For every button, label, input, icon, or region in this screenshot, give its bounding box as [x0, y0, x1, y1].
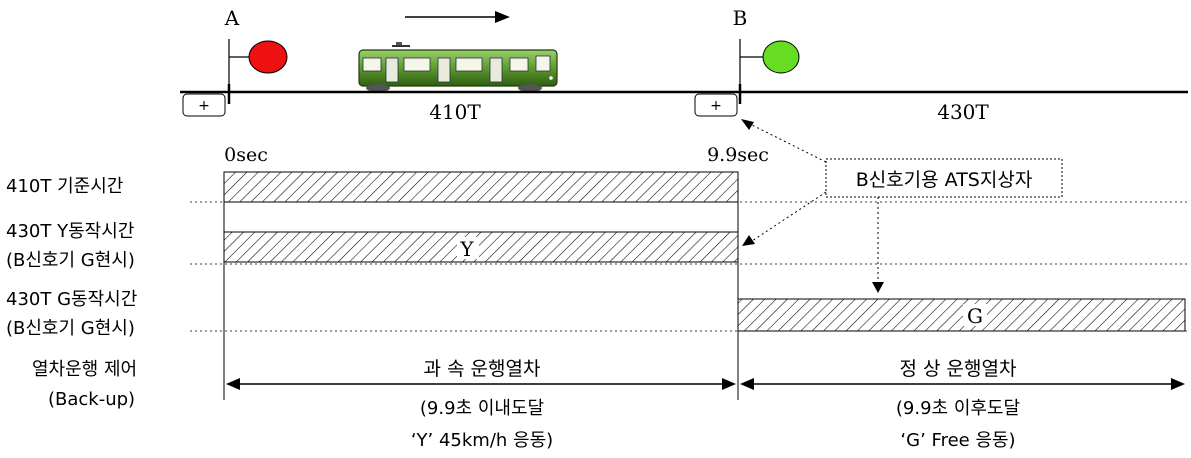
callout-arrowhead-3 [872, 282, 884, 293]
signal-a [228, 39, 288, 92]
plus-symbol: + [710, 98, 722, 114]
callout-arrowhead-2 [742, 235, 755, 246]
time-end-label: 9.9sec [707, 144, 769, 166]
signal-a-lamp [248, 40, 288, 74]
bar-430t-y-operation [223, 231, 739, 263]
ats-callout: B신호기용 ATS지상자 [825, 158, 1063, 198]
signal-b-label: B [733, 6, 748, 30]
callout-arrows [749, 123, 879, 285]
row-label-430t-g-1: 430T G동작시간 [6, 289, 137, 310]
bar-g-label-bg [963, 304, 987, 326]
block-410t-label: 410T [429, 100, 481, 124]
train-icon [358, 42, 558, 92]
overspeed-zone-line2: ‘Y’ 45km/h 응동) [411, 430, 553, 451]
normal-zone-line1: (9.9초 이후도달 [896, 398, 1020, 419]
block-430t-label: 430T [937, 100, 989, 124]
overspeed-zone-line1: (9.9초 이내도달 [420, 398, 544, 419]
plus-box-a: + [182, 93, 226, 117]
row-label-430t-y-1: 430T Y동작시간 [6, 221, 134, 242]
signal-b-lamp [762, 40, 800, 74]
overspeed-zone-title: 과 속 운행열차 [424, 358, 541, 380]
direction-arrow [405, 11, 510, 23]
bar-y-label-bg [457, 237, 479, 259]
normal-zone-line2: ‘G’ Free 응동) [900, 430, 1015, 451]
bar-410t-reference-time [223, 171, 739, 203]
row-label-410t-reference: 410T 기준시간 [6, 176, 123, 197]
ats-callout-label: B신호기용 ATS지상자 [856, 169, 1033, 191]
normal-zone-arrow [740, 378, 1185, 390]
signal-a-label: A [224, 6, 240, 30]
overspeed-zone-arrow [226, 378, 736, 390]
row-label-control-1: 열차운행 제어 [32, 359, 137, 380]
bar-y-label: Y [459, 237, 474, 261]
time-start-label: 0sec [224, 144, 268, 166]
plus-box-b: + [694, 93, 738, 117]
callout-arrowhead-1 [741, 119, 754, 130]
bar-g-label: G [967, 304, 983, 328]
normal-zone-title: 정 상 운행열차 [900, 358, 1017, 380]
row-label-430t-g-2: (B신호기 G현시) [6, 318, 135, 339]
signal-b [739, 39, 800, 92]
row-label-control-2: (Back-up) [48, 389, 135, 410]
bar-430t-g-operation [737, 298, 1186, 332]
plus-symbol: + [198, 98, 210, 114]
row-label-430t-y-2: (B신호기 G현시) [6, 250, 135, 271]
